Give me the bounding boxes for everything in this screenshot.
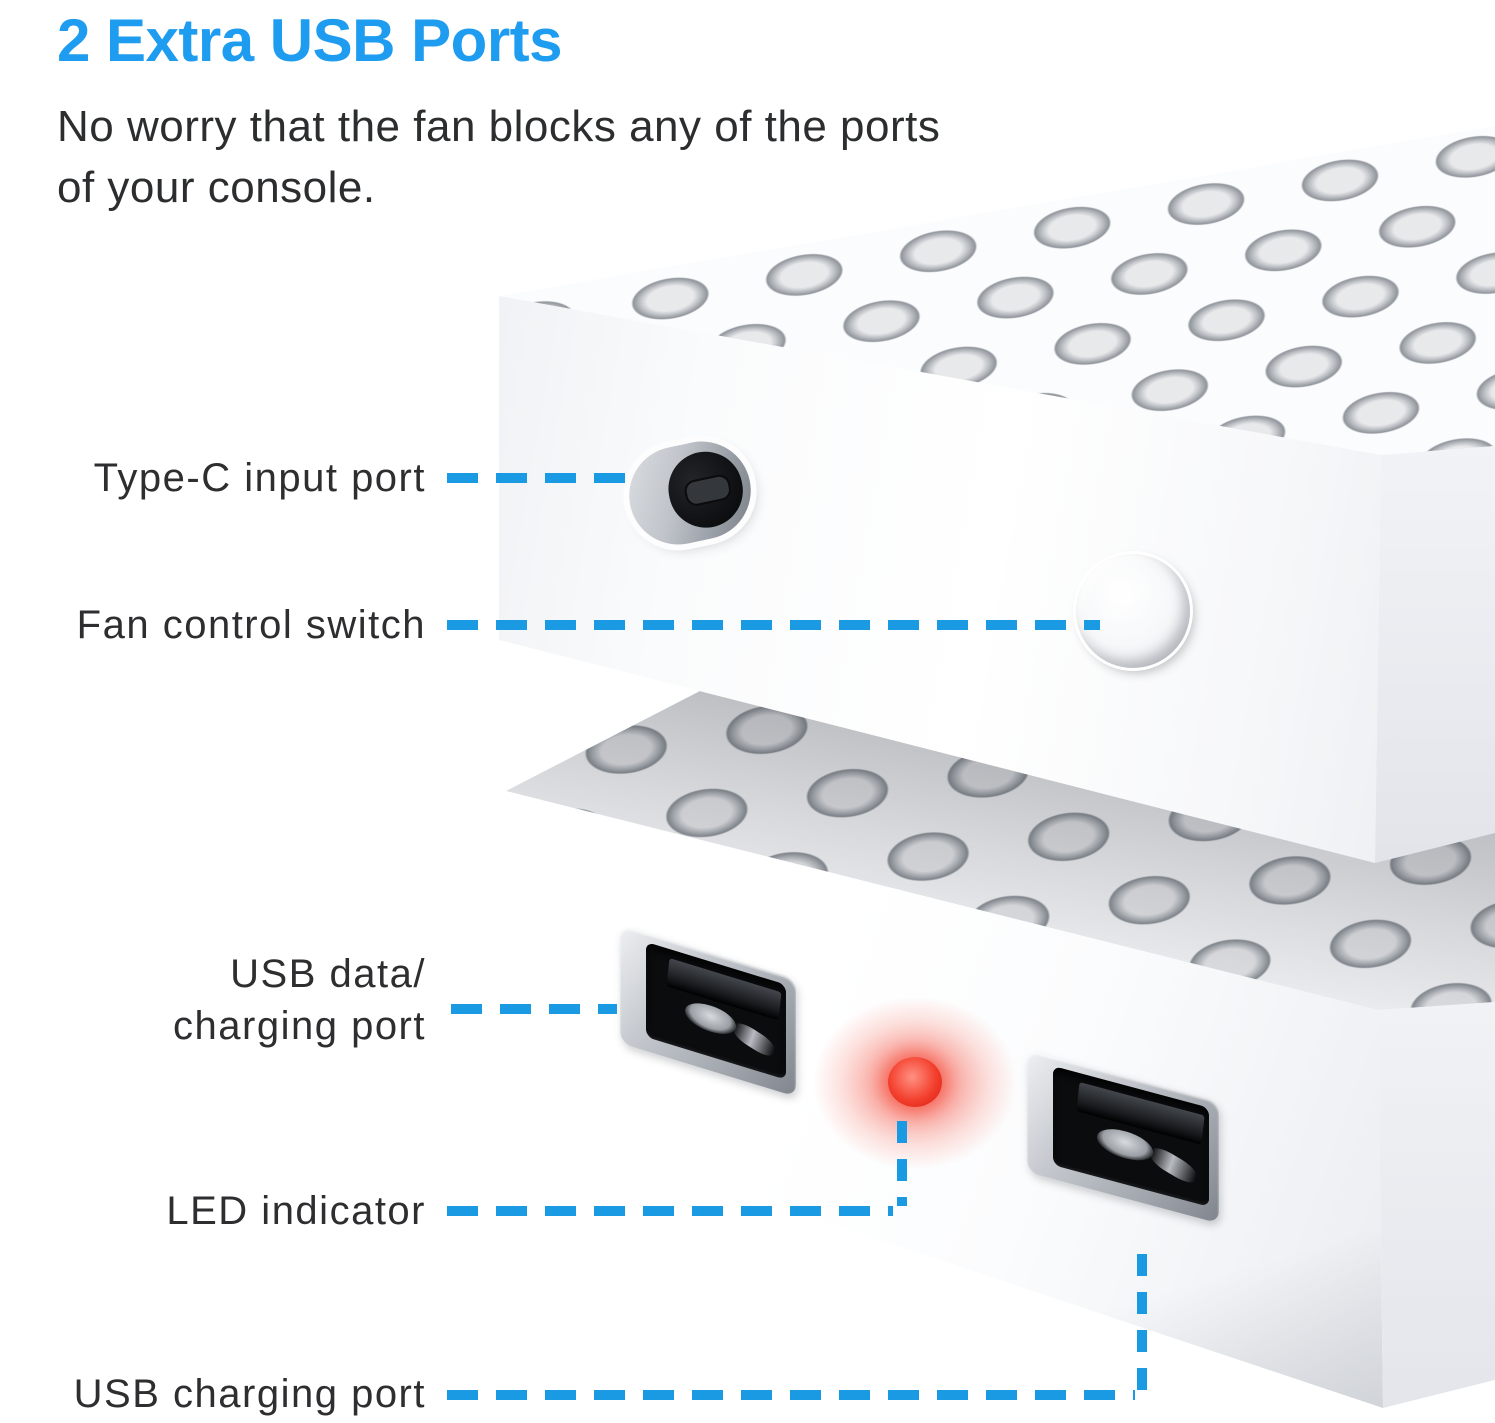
usb-contact-glint <box>1147 1143 1199 1188</box>
callout-label-usb-data: USB data/charging port <box>0 948 426 1052</box>
callout-label-led: LED indicator <box>166 1189 426 1233</box>
bottom-unit-right-face <box>1378 1002 1495 1408</box>
fan-control-button <box>1076 554 1190 668</box>
usb-contact-glint <box>1096 1123 1153 1166</box>
page-title: 2 Extra USB Ports <box>57 7 563 74</box>
usb-data-label-line-2: charging port <box>173 1004 426 1048</box>
page-subtitle: No worry that the fan blocks any of the … <box>57 96 940 218</box>
callout-line-usb-data <box>451 1004 617 1014</box>
callout-label-fan-switch: Fan control switch <box>76 603 426 647</box>
type-c-opening <box>661 444 750 535</box>
callout-line-usb-charging <box>447 1390 1135 1400</box>
led-indicator-light <box>888 1057 942 1107</box>
callout-label-usb-charging: USB charging port <box>73 1372 426 1416</box>
usb-contact-glint <box>730 1018 777 1061</box>
top-unit-right-face <box>1375 446 1495 863</box>
subtitle-line-1: No worry that the fan blocks any of the … <box>57 102 941 151</box>
callout-line-usb-charging-vertical <box>1137 1254 1147 1392</box>
callout-line-led <box>447 1206 893 1216</box>
type-c-connector-tab <box>682 472 734 508</box>
usb-data-label-line-1: USB data/ <box>230 952 426 996</box>
callout-line-type-c <box>447 473 627 483</box>
callout-label-type-c: Type-C input port <box>93 456 426 500</box>
callout-line-led-vertical <box>897 1121 907 1206</box>
callout-line-fan-switch <box>447 620 1100 630</box>
subtitle-line-2: of your console. <box>57 163 376 212</box>
